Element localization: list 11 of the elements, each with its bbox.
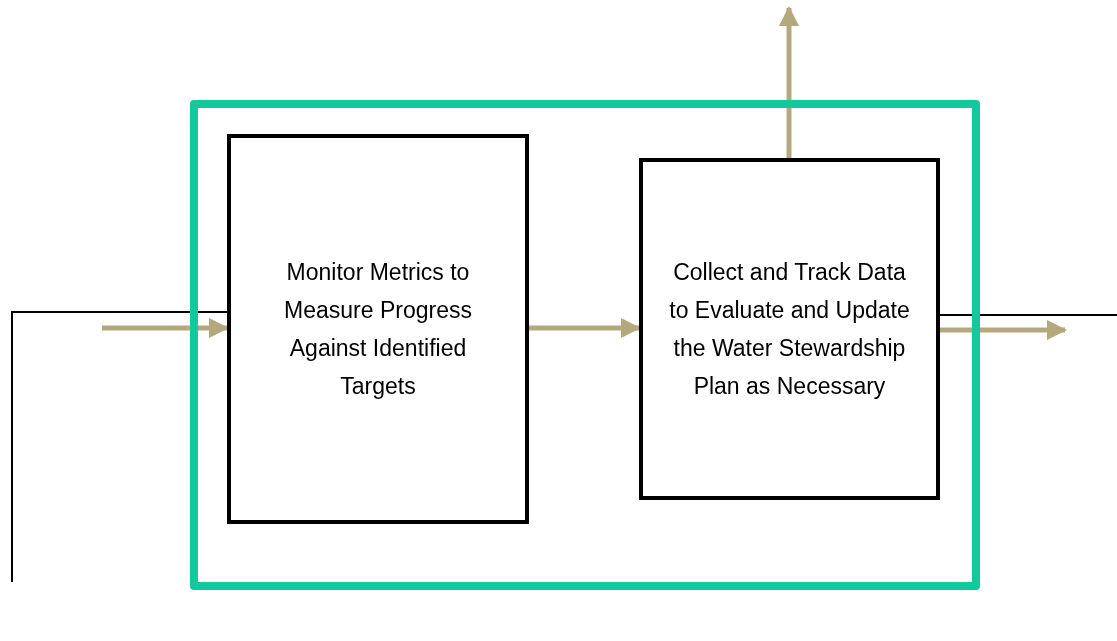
arrow <box>779 6 799 158</box>
arrow <box>940 320 1067 340</box>
connector-line <box>11 311 228 583</box>
arrow <box>102 318 229 338</box>
box-text: Monitor Metrics to Measure Progress Against Identified Targets <box>283 258 473 401</box>
box-text: Collect and Track Data to Evaluate and Update the Water Stewardship Plan as Necessary <box>668 258 911 401</box>
process-box <box>639 158 940 500</box>
container-box <box>190 100 980 590</box>
arrow <box>529 318 641 338</box>
connector-line <box>939 314 1117 316</box>
process-box <box>227 134 529 524</box>
